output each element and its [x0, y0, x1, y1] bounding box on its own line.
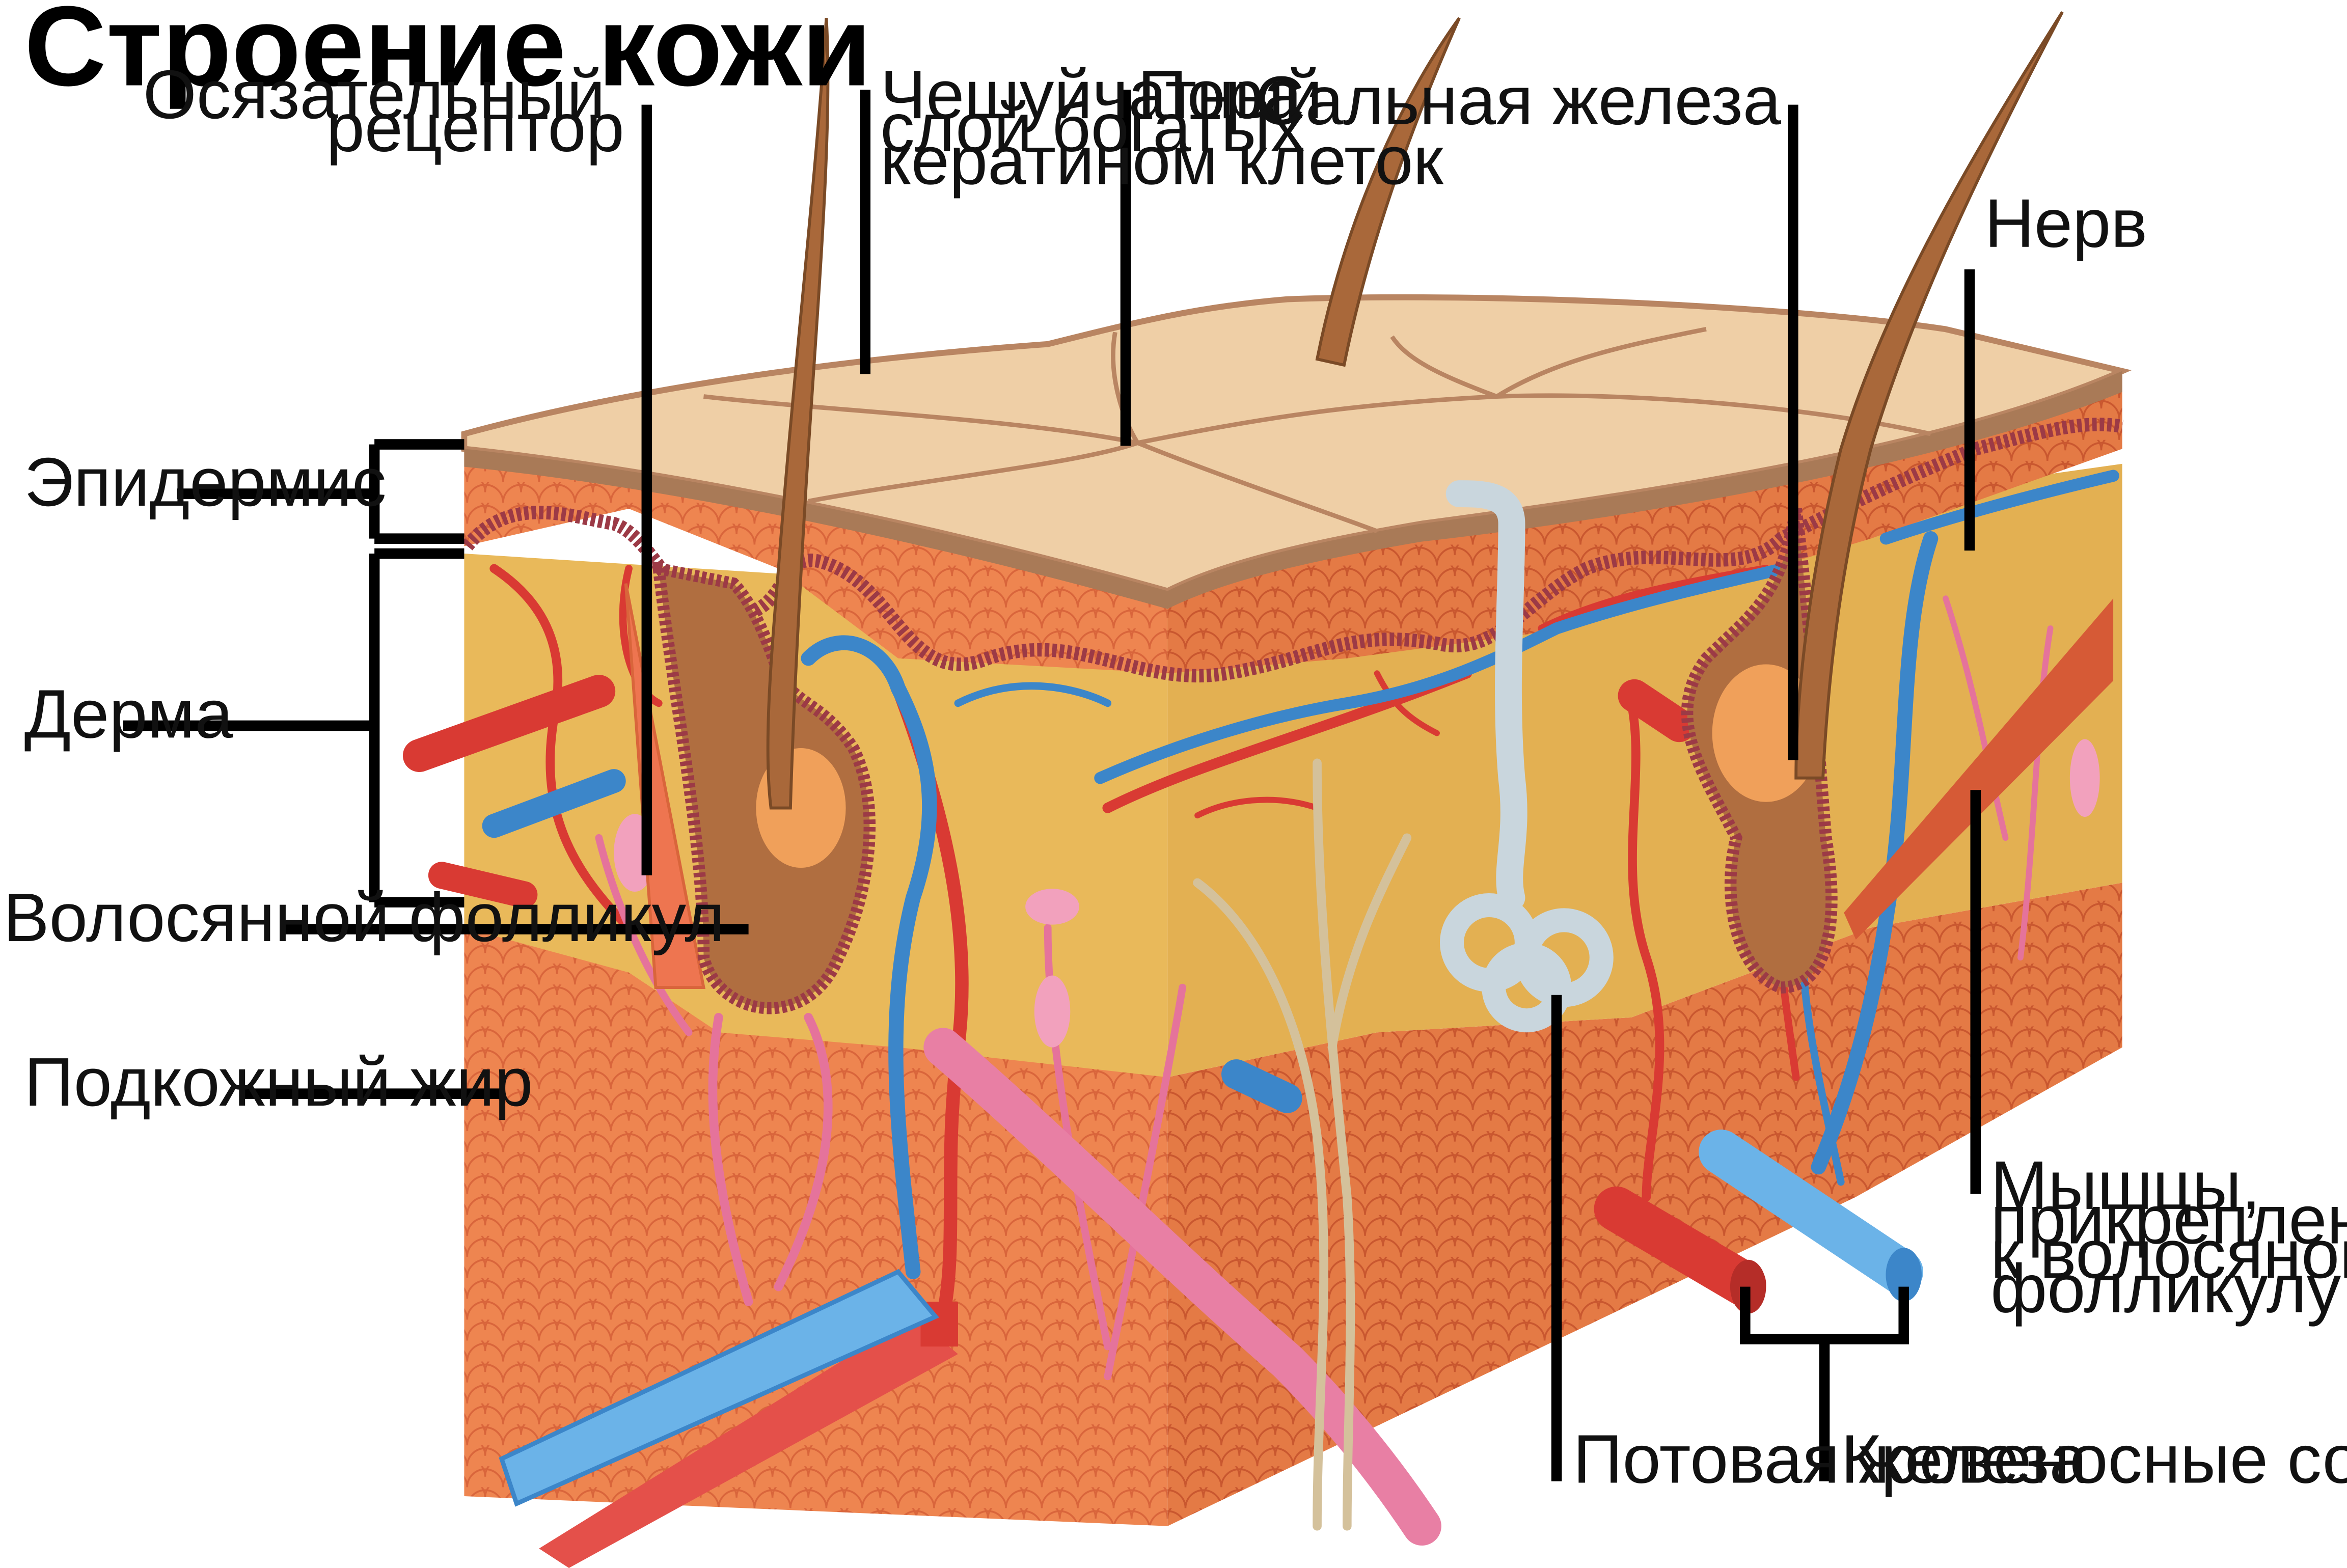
- label-touch-receptor: Осязательный рецептор: [143, 56, 624, 166]
- label-sweat-gland: Потовая железа: [1573, 1421, 2088, 1498]
- hair-shaft-middle: [1315, 17, 1461, 367]
- arrector-pili-muscle: [1844, 598, 2114, 940]
- surface-rim: [464, 371, 2122, 609]
- label-dermis: Дерма: [24, 675, 234, 752]
- artery-cut-mid: [428, 862, 538, 909]
- hair-shaft-left: [766, 18, 830, 810]
- vein-cut-mid: [1221, 1059, 1302, 1113]
- artery-opening: [1730, 1259, 1766, 1314]
- vein-opening: [1886, 1248, 1922, 1302]
- hair-follicle-left: [651, 561, 876, 1014]
- labels: Эпидермис Дерма Волосянной фолликул Подк…: [4, 56, 2347, 1497]
- artery-cut-right: [1618, 679, 1696, 742]
- blood-vessel-vein-stub: [1699, 1130, 1923, 1295]
- large-artery: [539, 1316, 958, 1568]
- hair-shaft-right: [1794, 11, 2064, 780]
- large-lymph-vessel: [923, 1028, 1441, 1546]
- lymph-bulb-4: [2069, 739, 2100, 817]
- sweat-gland: [1439, 480, 1614, 1033]
- label-blood-vessels: Кровеносные сосуды: [1841, 1421, 2347, 1498]
- lymph-bulb-2: [1025, 889, 1079, 925]
- diagram-title: Строение кожи: [24, 0, 872, 109]
- label-epidermis: Эпидермис: [24, 444, 387, 520]
- leader-lines: [123, 90, 1981, 1481]
- blood-vessel-artery-stub: [1594, 1186, 1766, 1306]
- lymph-bulb-3: [1034, 975, 1071, 1048]
- label-muscles: Мышцы, прикрепленные к волосяному фоллик…: [1990, 1147, 2347, 1327]
- vein-cut-left: [482, 769, 626, 838]
- label-nerve: Нерв: [1984, 185, 2147, 262]
- nerve-fibers: [1193, 758, 1412, 1531]
- label-keratin-layer: Чешуйчатный слой богатых кератином клето…: [880, 56, 1443, 199]
- large-vein: [499, 1269, 939, 1507]
- artery-cut-left: [402, 675, 616, 772]
- label-pore: Пора: [1137, 56, 1302, 133]
- label-subcutaneous-fat: Подкожный жир: [24, 1043, 533, 1120]
- lymph-vessels: [595, 595, 2054, 1381]
- label-hair-follicle: Волосянной фолликул: [4, 879, 725, 956]
- label-sebaceous-gland: Сальная железа: [1255, 62, 1782, 139]
